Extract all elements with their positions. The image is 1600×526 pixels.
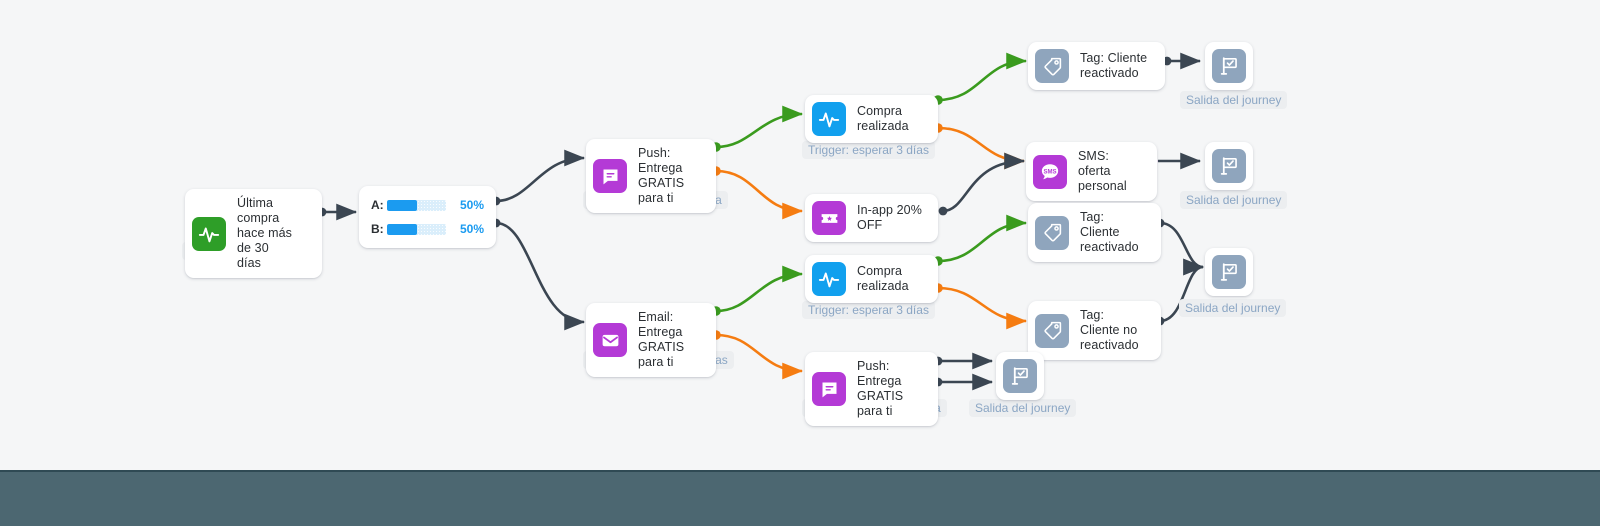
split-bar-a [387, 199, 446, 211]
node-title: Última compra hace más de 30 días [237, 196, 292, 270]
split-percent-a: 50% [459, 198, 484, 212]
caption-exit-3: Salida del journey [1179, 299, 1287, 317]
split-row-b[interactable]: B: 50% [371, 220, 484, 238]
node-start-last-purchase[interactable]: Última compra hace más de 30 días [185, 189, 322, 278]
node-tag-mid[interactable]: Tag: Cliente reactivado [1028, 203, 1161, 262]
push-message-icon [812, 372, 846, 406]
activity-pulse-icon [812, 102, 846, 136]
node-title: Email: Entrega GRATIS para ti [638, 310, 685, 369]
split-label-a: A: [371, 198, 384, 212]
node-push-bottom[interactable]: Push: Entrega GRATIS para ti [805, 352, 938, 426]
tag-icon [1035, 313, 1069, 348]
activity-pulse-icon [192, 216, 226, 251]
node-ab-split[interactable]: A: 50% B: 50% [359, 186, 496, 248]
node-email[interactable]: Email: Entrega GRATIS para ti [586, 303, 716, 377]
node-title: Tag: Cliente no reactivado [1080, 308, 1139, 352]
email-envelope-icon [593, 323, 627, 357]
caption-exit-1: Salida del journey [1180, 91, 1288, 109]
node-title: In-app 20% OFF [857, 203, 922, 232]
node-tag-top[interactable]: Tag: Cliente reactivado [1028, 42, 1165, 90]
caption-exit-2: Salida del journey [1180, 191, 1288, 209]
node-title: Push: Entrega GRATIS para ti [857, 359, 904, 418]
node-title: Compra realizada [857, 264, 909, 293]
caption-trigger-top: Trigger: esperar 3 días [802, 141, 935, 159]
caption-exit-4: Salida del journey [969, 399, 1077, 417]
tag-icon [1035, 49, 1069, 83]
node-sms-offer[interactable]: SMS SMS: oferta personal [1026, 142, 1157, 201]
flag-check-icon [1212, 149, 1246, 183]
split-bar-b [387, 223, 446, 235]
flag-check-icon [1212, 49, 1246, 83]
activity-pulse-icon [812, 262, 846, 296]
node-push-top[interactable]: Push: Entrega GRATIS para ti [586, 139, 716, 213]
node-exit-3[interactable] [1205, 248, 1253, 296]
journey-canvas[interactable]: Última compra hace más de 30 días Empeza… [0, 0, 1600, 470]
split-row-a[interactable]: A: 50% [371, 196, 484, 214]
node-exit-2[interactable] [1205, 142, 1253, 190]
split-bar-a-fill [387, 199, 417, 211]
node-trigger-mid[interactable]: Compra realizada [805, 255, 938, 303]
node-inapp-offer[interactable]: In-app 20% OFF [805, 194, 938, 242]
node-exit-1[interactable] [1205, 42, 1253, 90]
split-bar-b-fill [387, 223, 417, 235]
node-title: Compra realizada [857, 104, 909, 133]
node-tag-bottom[interactable]: Tag: Cliente no reactivado [1028, 301, 1161, 360]
caption-trigger-mid: Trigger: esperar 3 días [802, 301, 935, 319]
node-exit-4[interactable] [996, 352, 1044, 400]
coupon-ticket-icon [812, 201, 846, 235]
split-percent-b: 50% [459, 222, 484, 236]
flag-check-icon [1003, 359, 1037, 393]
node-title: SMS: oferta personal [1078, 149, 1127, 193]
node-title: Push: Entrega GRATIS para ti [638, 146, 685, 205]
node-trigger-top[interactable]: Compra realizada [805, 95, 938, 143]
tag-icon [1035, 215, 1069, 250]
sms-bubble-icon: SMS [1033, 154, 1067, 189]
split-label-b: B: [371, 222, 384, 236]
push-message-icon [593, 159, 627, 193]
flag-check-icon [1212, 255, 1246, 289]
svg-text:SMS: SMS [1043, 169, 1056, 175]
footer-bar [0, 470, 1600, 526]
node-title: Tag: Cliente reactivado [1080, 210, 1139, 254]
node-title: Tag: Cliente reactivado [1080, 51, 1148, 80]
